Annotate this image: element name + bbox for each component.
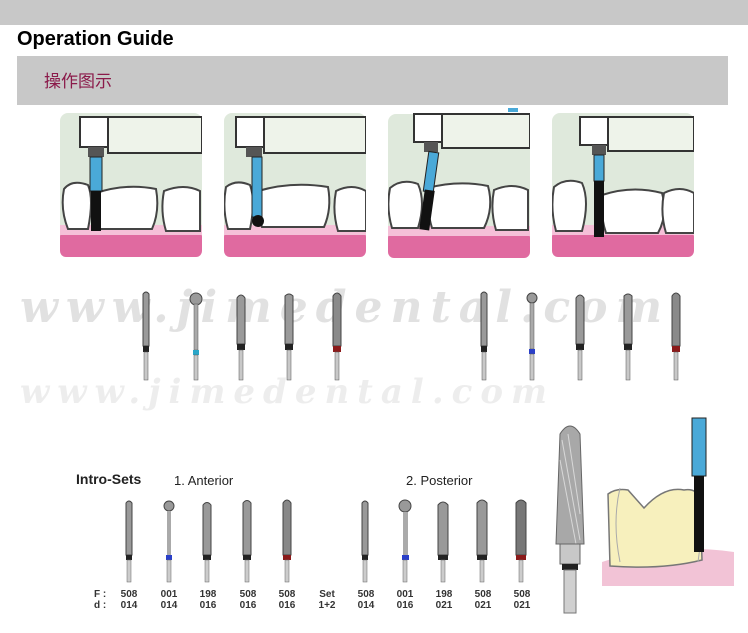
code-d: 016 <box>239 600 257 611</box>
bur-round-icon <box>398 499 412 583</box>
bur-flame-icon <box>284 293 294 381</box>
step-1-illustration <box>60 113 202 257</box>
code-d: 021 <box>474 600 492 611</box>
intro-set-burs <box>125 499 527 583</box>
step-4-illustration <box>552 113 694 257</box>
code-f: 508 <box>239 589 257 600</box>
bur-flame-icon <box>623 293 633 381</box>
bur-round-icon <box>163 500 175 583</box>
code-f: 198 <box>435 589 453 600</box>
code-d: 021 <box>513 600 531 611</box>
row-label-f: F : <box>94 589 107 600</box>
code-f: 001 <box>160 589 178 600</box>
subtitle-bar: 操作图示 <box>17 56 728 105</box>
bur-cylinder-icon <box>480 291 488 381</box>
code-d: 014 <box>160 600 178 611</box>
code-d: 014 <box>357 600 375 611</box>
code-d: 021 <box>435 600 453 611</box>
bur-round-icon <box>189 292 203 381</box>
crown-preparation-illustration <box>602 417 734 586</box>
bur-needle-icon <box>515 499 527 583</box>
bur-tapered-icon <box>437 501 449 583</box>
code-f: 508 <box>474 589 492 600</box>
code-f: 508 <box>120 589 138 600</box>
code-d: 016 <box>278 600 296 611</box>
code-d: 1+2 <box>318 600 336 611</box>
code-f: 198 <box>199 589 217 600</box>
bur-cylinder-icon <box>125 500 133 583</box>
bur-round-icon <box>526 292 538 381</box>
intro-sets-heading: Intro-Sets <box>76 471 142 487</box>
page-title: Operation Guide <box>17 28 174 50</box>
bur-needle-icon <box>332 292 342 381</box>
code-d: 014 <box>120 600 138 611</box>
top-bar <box>0 0 748 25</box>
watermark-text-2: www.jimedental.com <box>20 372 556 412</box>
bur-cylinder-icon <box>142 291 150 381</box>
anterior-label: 1. Anterior <box>174 473 234 488</box>
code-f: 508 <box>357 589 375 600</box>
code-f: 508 <box>278 589 296 600</box>
subtitle-text: 操作图示 <box>44 72 112 92</box>
bur-flame-icon <box>242 500 252 583</box>
posterior-label: 2. Posterior <box>406 473 473 488</box>
large-bur-closeup <box>555 425 585 614</box>
bur-row-right <box>480 291 681 381</box>
bur-needle-icon <box>282 499 292 583</box>
bur-flame-icon <box>476 499 488 583</box>
bur-tapered-icon <box>202 502 212 583</box>
code-f: 001 <box>396 589 414 600</box>
bur-cylinder-icon <box>361 500 369 583</box>
code-d: 016 <box>199 600 217 611</box>
code-f: Set <box>319 589 335 600</box>
step-3-illustration <box>388 108 530 258</box>
bur-needle-icon <box>671 292 681 381</box>
bur-row-left <box>142 291 342 381</box>
bur-tapered-icon <box>575 294 585 381</box>
step-2-illustration <box>224 113 366 257</box>
code-d: 016 <box>396 600 414 611</box>
bur-tapered-icon <box>236 294 246 381</box>
row-label-d: d : <box>94 600 107 611</box>
code-f: 508 <box>513 589 531 600</box>
